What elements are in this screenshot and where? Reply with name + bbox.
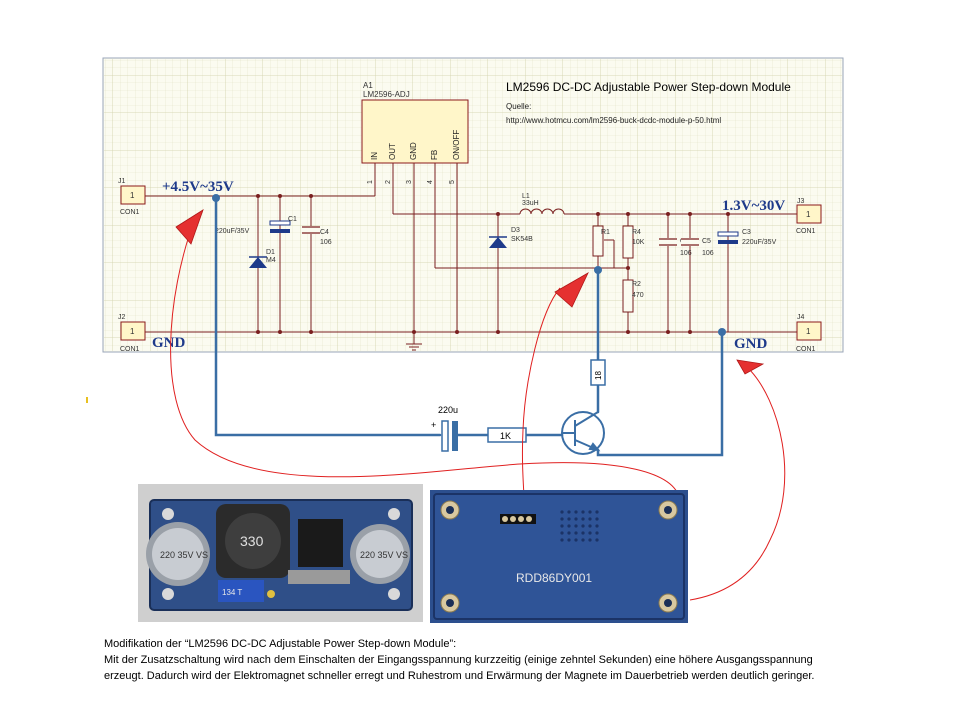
svg-text:220 35V VS: 220 35V VS	[360, 550, 408, 560]
mod-transistor	[561, 411, 605, 455]
gnd-label-left: GND	[152, 335, 186, 351]
ic-body	[361, 99, 469, 164]
mod-capacitor-plus: +	[431, 420, 436, 430]
d3-ref: D3	[511, 227, 520, 234]
ic-designator: A1	[363, 81, 373, 90]
r4-ref: R4	[632, 229, 641, 236]
mod-resistor-1k-label: 1K	[500, 431, 511, 441]
ic-pin-number: 2	[385, 180, 392, 184]
output-voltage-label: 1.3V~30V	[722, 198, 785, 214]
c3-value: 220uF/35V	[742, 239, 777, 246]
l1-ref: L1	[522, 193, 530, 200]
gnd-label-right: GND	[734, 336, 768, 352]
capacitor-c1	[269, 220, 291, 233]
svg-text:CON1: CON1	[796, 346, 816, 353]
mod-junctions	[212, 194, 726, 336]
c4-value: 106	[320, 239, 332, 246]
ic-pin-number: 5	[449, 180, 456, 184]
mod-resistor-18	[590, 359, 606, 386]
ic-part-number: LM2596-ADJ	[363, 90, 410, 99]
r2-ref: R2	[632, 281, 641, 288]
ic-pin-label-out: OUT	[388, 143, 397, 160]
ic-pin-number: 1	[367, 180, 374, 184]
connector-j1: J1 1 CON1	[118, 178, 146, 216]
l1-value: 33uH	[522, 200, 539, 207]
mod-resistor-18-label: 18	[594, 371, 603, 380]
c1-ref: C1	[288, 216, 297, 223]
c4-ref: C4	[320, 229, 329, 236]
svg-text:J2: J2	[118, 314, 126, 321]
svg-text:1: 1	[130, 191, 135, 200]
diode-d3	[489, 236, 507, 248]
source-label: Quelle:	[506, 102, 531, 111]
svg-text:CON1: CON1	[796, 228, 816, 235]
source-url: http://www.hotmcu.com/lm2596-buck-dcdc-m…	[506, 116, 721, 125]
svg-text:J1: J1	[118, 178, 126, 185]
ic-pin-number: 4	[427, 180, 434, 184]
ic-pin-label-in: IN	[370, 152, 379, 160]
svg-text:CON1: CON1	[120, 209, 140, 216]
caption-line-2: Mit der Zusatzschaltung wird nach dem Ei…	[104, 654, 813, 666]
inductor-l1	[519, 208, 565, 215]
connector-j4: J4 1 CON1	[796, 314, 822, 353]
c5-value: 106	[702, 250, 714, 257]
r2-value: 470	[632, 292, 644, 299]
c3-ref: C3	[742, 229, 751, 236]
svg-text:220 35V VS: 220 35V VS	[160, 550, 208, 560]
r1-ref: R1	[601, 229, 610, 236]
c1-value: 220uF/35V	[215, 228, 250, 235]
schematic-title: LM2596 DC-DC Adjustable Power Step-down …	[506, 80, 791, 94]
module-front-photo: 220 35V VS 330 220 35V VS 134 T	[138, 484, 423, 622]
mod-resistor-1k	[487, 427, 527, 443]
mod-capacitor-value: 220u	[438, 405, 458, 415]
resistor-r2	[622, 279, 634, 313]
c5-ref: C5	[702, 238, 711, 245]
capacitor-c5	[681, 238, 699, 246]
junction-dots	[256, 194, 730, 334]
caption: Modifikation der “LM2596 DC-DC Adjustabl…	[104, 636, 944, 684]
ic-pin-label-gnd: GND	[409, 142, 418, 160]
capacitor-c2	[659, 238, 677, 246]
annotation-arrows	[175, 209, 765, 375]
ic-pin-label-fb: FB	[430, 150, 439, 160]
svg-text:1: 1	[130, 327, 135, 336]
capacitor-c4	[302, 226, 320, 234]
ic-pin-label-onoff: ON/OFF	[452, 130, 461, 160]
ic-pin-number: 3	[406, 180, 413, 184]
connector-j3: J3 1 CON1	[796, 198, 822, 235]
svg-text:J3: J3	[797, 198, 805, 205]
caption-line-1: Modifikation der “LM2596 DC-DC Adjustabl…	[104, 638, 457, 650]
d1-ref: D1	[266, 249, 275, 256]
svg-text:330: 330	[240, 533, 264, 549]
mod-capacitor-220u	[441, 420, 458, 452]
potentiometer-r1	[592, 225, 604, 257]
svg-text:J4: J4	[797, 314, 805, 321]
resistor-r4	[622, 225, 634, 259]
d3-value: SK54B	[511, 236, 533, 243]
d1-value: M4	[266, 257, 276, 264]
connector-j2: J2 1 CON1	[118, 314, 146, 353]
diode-d1	[249, 256, 267, 268]
r4-value: 10K	[632, 239, 645, 246]
svg-text:134 T: 134 T	[222, 588, 242, 597]
svg-text:1: 1	[806, 327, 811, 336]
svg-text:RDD86DY001: RDD86DY001	[516, 571, 592, 585]
svg-text:CON1: CON1	[120, 346, 140, 353]
module-back-photo: RDD86DY001	[430, 490, 688, 623]
capacitor-c3	[717, 231, 739, 244]
svg-text:1: 1	[806, 210, 811, 219]
c2-value: 106	[680, 250, 692, 257]
caption-line-3: erzeugt. Dadurch wird der Elektromagnet …	[104, 670, 815, 682]
input-voltage-label: +4.5V~35V	[162, 179, 234, 195]
mod-circuit-wires	[214, 196, 724, 457]
